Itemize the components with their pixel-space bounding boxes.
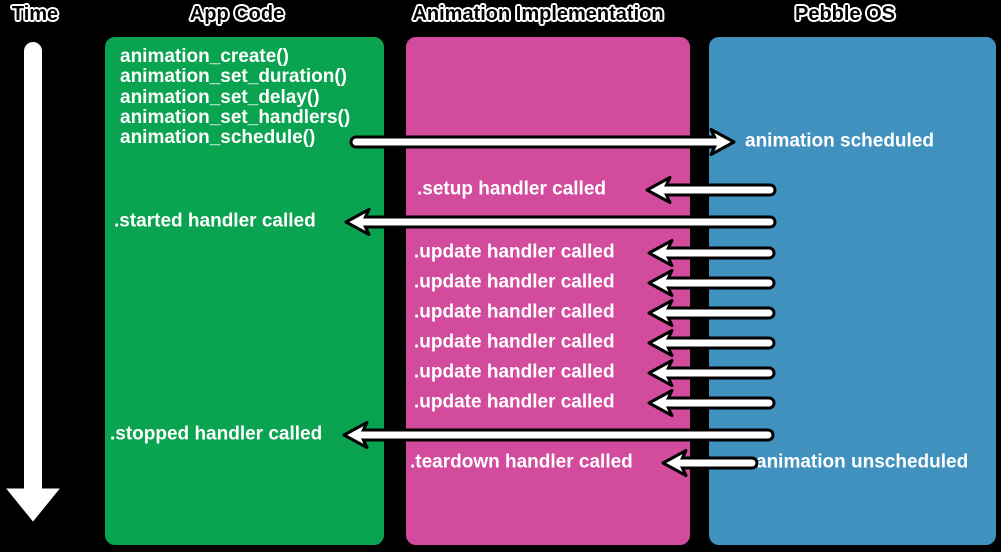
update-handler-label-1: .update handler called <box>414 241 615 263</box>
code-line: animation_set_duration() <box>120 66 347 88</box>
teardown-handler-label: .teardown handler called <box>410 451 633 473</box>
code-line: animation_schedule() <box>120 127 316 149</box>
code-line: animation_create() <box>120 46 289 67</box>
setup-handler-label: .setup handler called <box>417 178 606 200</box>
code-line: animation_set_handlers() <box>120 106 351 128</box>
animation-unscheduled-label: animation unscheduled <box>756 451 969 473</box>
time-axis-arrow <box>1 39 65 526</box>
update-handler-label-3: .update handler called <box>414 301 615 323</box>
app-code-box <box>103 35 386 547</box>
started-handler-label: .started handler called <box>114 210 316 232</box>
animation-implementation-box <box>404 35 692 547</box>
code-line: animation_set_delay() <box>120 86 320 108</box>
column-header-app-code: App Code <box>189 3 285 25</box>
column-header-time: Time <box>11 3 59 25</box>
update-handler-label-4: .update handler called <box>414 331 615 353</box>
update-handler-label-2: .update handler called <box>414 271 615 293</box>
app-code-call-list: animation_create()animation_set_duration… <box>120 46 351 149</box>
column-header-pebble-os: Pebble OS <box>794 3 896 25</box>
update-handler-label-5: .update handler called <box>414 361 615 383</box>
stopped-handler-label: .stopped handler called <box>110 423 323 445</box>
update-handler-label-6: .update handler called <box>414 391 615 413</box>
column-header-animation-implementation: Animation Implementation <box>412 3 664 25</box>
animation-scheduled-label: animation scheduled <box>745 130 934 152</box>
